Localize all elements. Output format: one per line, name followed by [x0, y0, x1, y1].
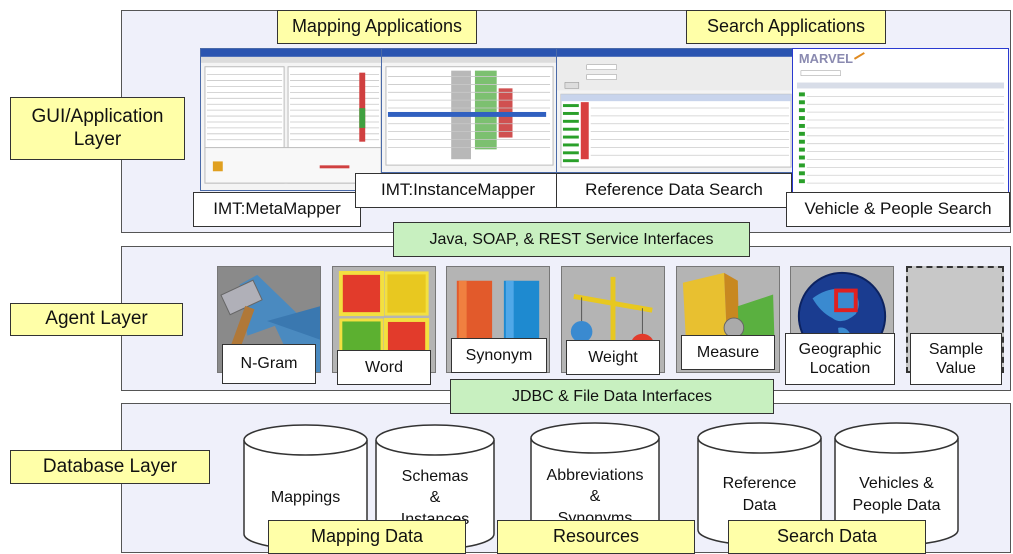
vehicles-people-database-label: Vehicles & People Data — [852, 475, 941, 514]
agent-label-weight: Weight — [566, 340, 660, 375]
agent-label-measure: Measure — [681, 335, 775, 370]
abbreviations-synonyms-database-label: Abbreviations & Synonyms — [546, 466, 644, 527]
search-data-label: Search Data — [728, 520, 926, 554]
app-label-reference-search: Reference Data Search — [556, 173, 792, 208]
agent-label-word: Word — [337, 350, 431, 385]
data-interfaces-bar: JDBC & File Data Interfaces — [450, 379, 774, 414]
agent-label-synonym: Synonym — [451, 338, 547, 373]
mapping-data-label: Mapping Data — [268, 520, 466, 554]
resources-label: Resources — [497, 520, 695, 554]
agent-label-geographic-location: Geographic Location — [785, 333, 895, 385]
reference-data-database-label: Reference Data — [722, 475, 797, 514]
vehicles-people-database: Vehicles & People Data — [834, 422, 959, 546]
database-cylinder-icon — [834, 422, 959, 546]
instancemapper-screenshot — [381, 48, 558, 173]
agent-layer-label: Agent Layer — [10, 303, 183, 336]
mappings-database-label: Mappings — [270, 489, 341, 507]
marvel-logo: MARVEL — [799, 51, 853, 66]
metamapper-screenshot — [200, 48, 386, 191]
service-interfaces-bar: Java, SOAP, & REST Service Interfaces — [393, 222, 750, 257]
reference-data-database: Reference Data — [697, 422, 822, 546]
app-label-metamapper: IMT:MetaMapper — [193, 192, 361, 227]
search-applications-label: Search Applications — [686, 10, 886, 44]
app-label-instancemapper: IMT:InstanceMapper — [355, 173, 561, 208]
gui-layer-label: GUI/Application Layer — [10, 97, 185, 160]
vehicle-search-screenshot: MARVEL — [792, 48, 1009, 196]
app-label-vehicle-search: Vehicle & People Search — [786, 192, 1010, 227]
agent-label-ngram: N-Gram — [222, 344, 316, 384]
agent-label-sample-value: Sample Value — [910, 333, 1002, 385]
mapping-applications-label: Mapping Applications — [277, 10, 477, 44]
database-cylinder-icon — [697, 422, 822, 546]
database-layer-label: Database Layer — [10, 450, 210, 484]
reference-search-screenshot — [556, 48, 796, 173]
